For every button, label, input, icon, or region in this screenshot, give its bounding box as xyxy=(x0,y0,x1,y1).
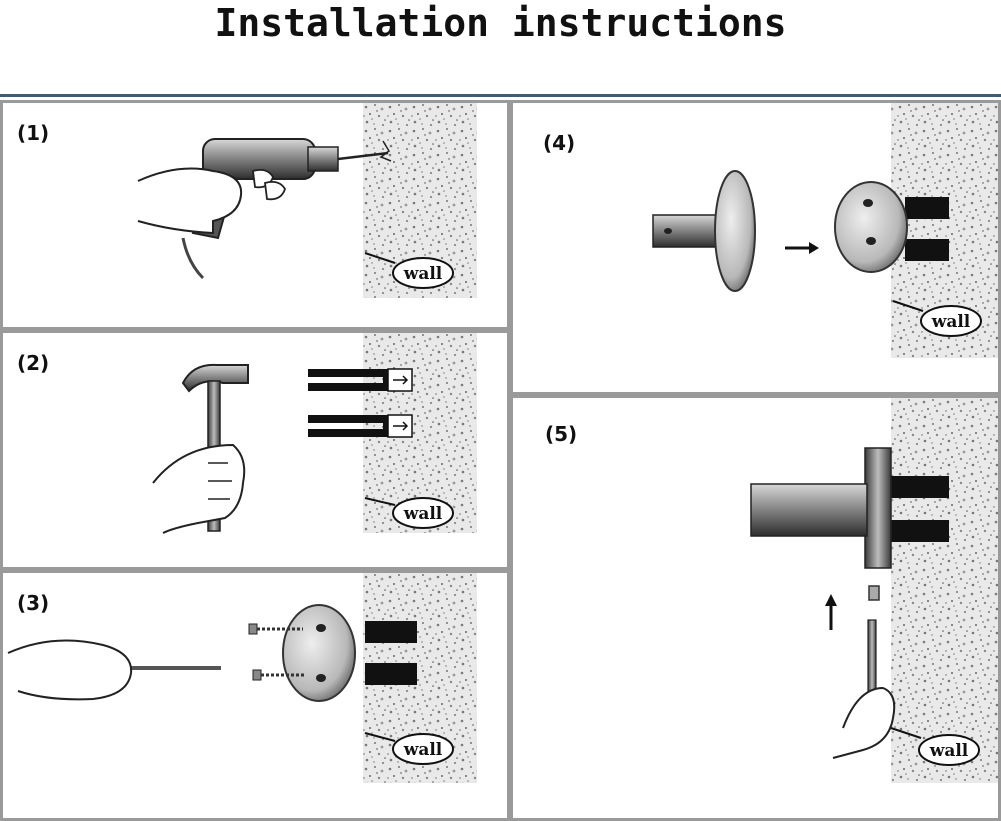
wall-texture xyxy=(891,398,998,783)
step-5-number: (5) xyxy=(545,422,578,446)
flange xyxy=(714,170,756,292)
step-5-panel: (5) wall xyxy=(510,395,1001,821)
rod-stub xyxy=(652,214,724,248)
drill-bit xyxy=(337,151,389,161)
step-3-number: (3) xyxy=(17,591,50,615)
set-screw xyxy=(868,585,880,601)
mounted-base xyxy=(834,181,908,273)
step-4-number: (4) xyxy=(543,131,576,155)
wall-anchor-top xyxy=(308,368,413,392)
step-5-wall-label: wall xyxy=(929,741,969,761)
wall-anchor-bottom xyxy=(883,520,949,542)
page-title: Installation instructions xyxy=(214,1,787,45)
arrow-up-icon xyxy=(825,594,837,606)
hand xyxy=(832,686,896,759)
step-4-illustration: wall xyxy=(652,103,998,358)
step-4-wall-label: wall xyxy=(931,312,971,332)
step-4-panel: (4) wall xyxy=(510,100,1001,395)
step-5-illustration: wall xyxy=(750,398,998,783)
wall-anchor-bottom xyxy=(308,414,413,438)
step-2-wall-label: wall xyxy=(403,504,443,524)
step-2-panel: (2) wall xyxy=(0,330,510,570)
step-2-illustration: wall xyxy=(152,333,477,534)
step-2-number: (2) xyxy=(17,351,50,375)
step-3-wall-label: wall xyxy=(403,740,443,760)
hand xyxy=(137,167,243,235)
step-3-illustration: wall xyxy=(7,573,477,783)
drill-cord xyxy=(181,237,205,280)
wall-anchor-top xyxy=(883,476,949,498)
towel-rod xyxy=(750,483,868,537)
wall-anchor-top xyxy=(365,621,417,643)
arrow-right-icon xyxy=(809,242,819,254)
wall-anchor-bottom xyxy=(365,663,417,685)
drill-chuck xyxy=(307,146,339,172)
hand xyxy=(152,443,246,534)
step-1-wall-label: wall xyxy=(403,264,443,284)
wall-anchor-top xyxy=(905,197,949,219)
hand xyxy=(7,639,133,701)
flange xyxy=(864,447,892,569)
step-1-illustration: wall xyxy=(137,103,477,298)
hammer-head xyxy=(181,363,249,393)
step-1-number: (1) xyxy=(17,121,50,145)
screw-bottom xyxy=(252,669,305,681)
mounting-base xyxy=(282,604,356,702)
step-3-panel: (3) wall xyxy=(0,570,510,821)
screw-top xyxy=(248,623,303,635)
instructions-frame: (1) wall (2) xyxy=(0,94,1001,821)
step-1-panel: (1) wall xyxy=(0,100,510,330)
wall-anchor-bottom xyxy=(905,239,949,261)
